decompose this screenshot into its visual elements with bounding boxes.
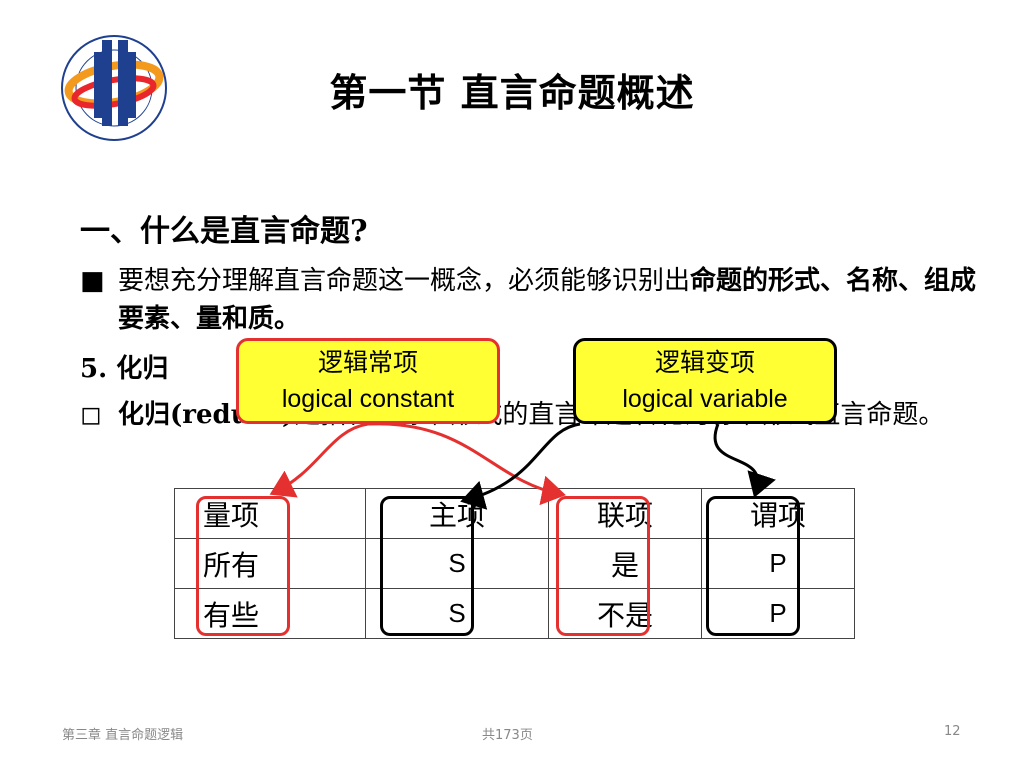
hollow-square-bullet-icon: ◻ [80,400,102,430]
footer-page-count: 共173页 [482,728,533,743]
numbered-item: 5. 化归 [80,354,169,384]
table-cell: P [701,588,855,639]
copula-column-outline [556,496,650,636]
footer-page-number: 12 [944,724,961,739]
table-cell: S [365,538,549,589]
quantifier-column-outline [196,496,290,636]
table-cell: 有些 [174,588,366,639]
square-bullet-icon: ■ [80,266,105,296]
callout-zh: 逻辑常项 [317,348,418,377]
bullet-text-plain: 要想充分理解直言命题这一概念，必须能够识别出 [118,266,691,296]
callout-en: logical variable [622,385,788,413]
callout-logical-variable: 逻辑变项 logical variable [573,338,837,424]
bullet-text-bold: 命题的形式、名称、组成要素、量和质。 [118,266,977,334]
university-logo [61,35,167,141]
bullet-item: ■ 要想充分理解直言命题这一概念，必须能够识别出命题的形式、名称、组成要素、量和… [80,262,980,342]
callout-en: logical constant [281,385,455,413]
section-heading: 一、什么是直言命题? [80,214,368,249]
bullet-text: 要想充分理解直言命题这一概念，必须能够识别出命题的形式、名称、组成要素、量和质。 [118,262,978,338]
predicate-column-outline [706,496,800,636]
table-cell: 是 [548,538,702,589]
callout-zh: 逻辑变项 [654,348,755,377]
slide-title: 第一节 直言命题概述 [329,71,695,115]
subject-column-outline [380,496,474,636]
footer-chapter: 第三章 直言命题逻辑 [62,728,184,743]
table-cell: 不是 [548,588,702,639]
table-row: 有些 S 不是 P [174,588,855,639]
callout-logical-constant: 逻辑常项 logical constant [236,338,500,424]
bullet-item: ◻ 化归(reduce)是指将非标准形式的直言命题转化为标准形式直言命题。 [80,396,980,476]
